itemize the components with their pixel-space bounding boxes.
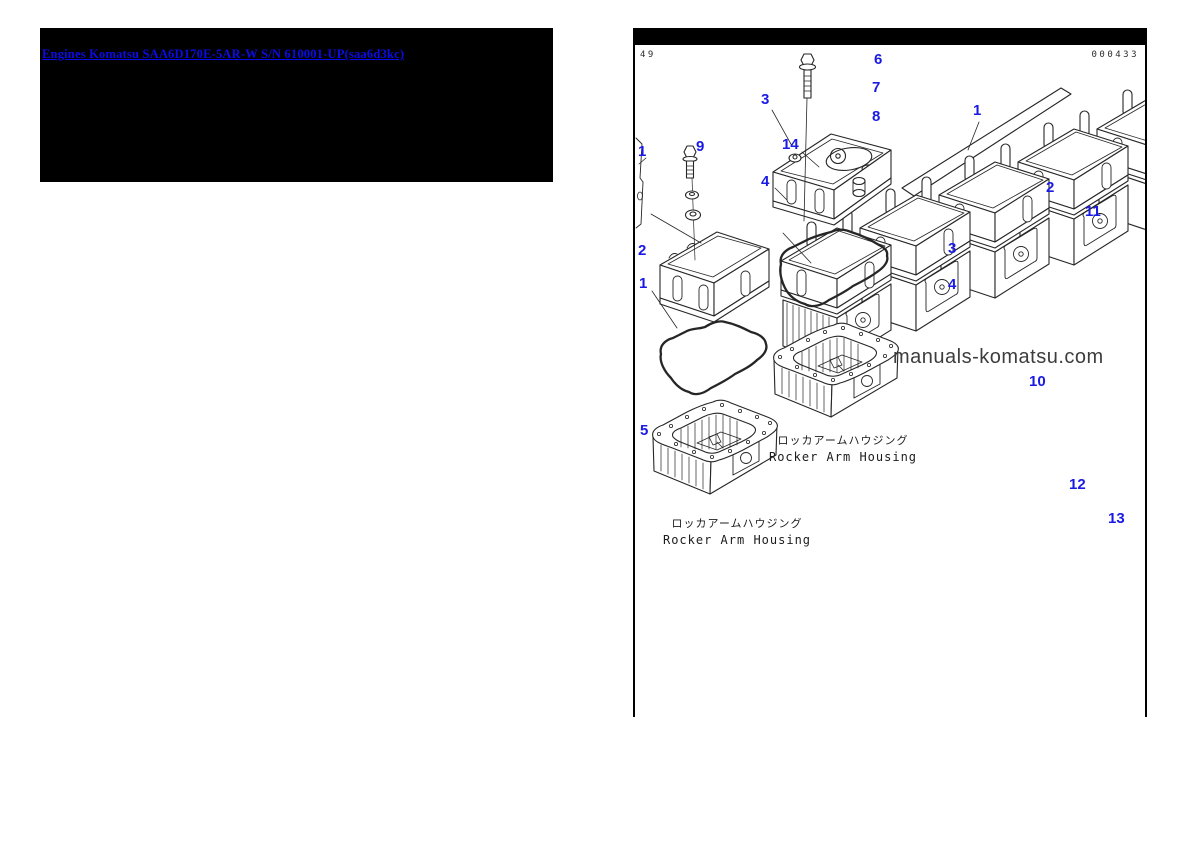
callout-1-left: 1 <box>639 275 648 292</box>
callout-14: 14 <box>782 136 799 153</box>
engine-model-link[interactable]: Engines Komatsu SAA6D170E-5AR-W S/N 6100… <box>42 47 405 61</box>
caption-jp: ロッカアームハウジング <box>777 434 909 447</box>
edge-part-sliver <box>635 137 647 229</box>
parts-diagram-sheet: 49 000433 <box>633 28 1147 717</box>
callout-13: 13 <box>1108 510 1125 527</box>
callout-12: 12 <box>1069 476 1086 493</box>
callout-9: 9 <box>696 138 705 155</box>
header-banner: Engines Komatsu SAA6D170E-5AR-W S/N 6100… <box>40 28 553 182</box>
gasket-mid-drawing <box>779 228 889 308</box>
figure-code: 000433 <box>1091 50 1139 60</box>
caption-jp: ロッカアームハウジング <box>671 517 803 530</box>
callout-7: 7 <box>872 79 881 96</box>
callout-5: 5 <box>640 422 649 439</box>
cover-bolt-drawing <box>798 53 817 222</box>
callout-11: 11 <box>1085 203 1101 220</box>
head-plane-strip <box>901 87 1072 197</box>
callout-2-left: 2 <box>638 242 647 259</box>
sheet-top-bar <box>635 28 1145 45</box>
rocker-cover-drawing <box>659 231 770 323</box>
callout-1-edge: 1 <box>638 143 647 160</box>
parts-line-art <box>635 53 1145 495</box>
callout-1-right: 1 <box>973 102 982 119</box>
callout-10: 10 <box>1029 373 1046 390</box>
valve-cover-drawing <box>772 133 892 226</box>
callout-6: 6 <box>874 51 883 68</box>
callout-8: 8 <box>872 108 881 125</box>
gasket-left-drawing <box>659 320 768 396</box>
callout-3: 3 <box>761 91 770 108</box>
callout-3-right: 3 <box>948 240 957 257</box>
leader-lines <box>650 109 820 329</box>
callout-4: 4 <box>761 173 770 190</box>
callout-2-right: 2 <box>1046 179 1055 196</box>
caption-en: Rocker Arm Housing <box>662 533 812 547</box>
caption-en: Rocker Arm Housing <box>768 450 918 464</box>
caption-rocker-arm-housing-left: ロッカアームハウジング Rocker Arm Housing <box>657 515 817 547</box>
sheet-page-number: 49 <box>640 50 656 60</box>
watermark-text: manuals-komatsu.com <box>893 346 1104 368</box>
callout-4-right: 4 <box>948 276 957 293</box>
caption-rocker-arm-housing-mid: ロッカアームハウジング Rocker Arm Housing <box>763 432 923 464</box>
mount-bolt-drawing <box>682 145 702 261</box>
rocker-arm-housing-left-drawing <box>652 399 778 495</box>
